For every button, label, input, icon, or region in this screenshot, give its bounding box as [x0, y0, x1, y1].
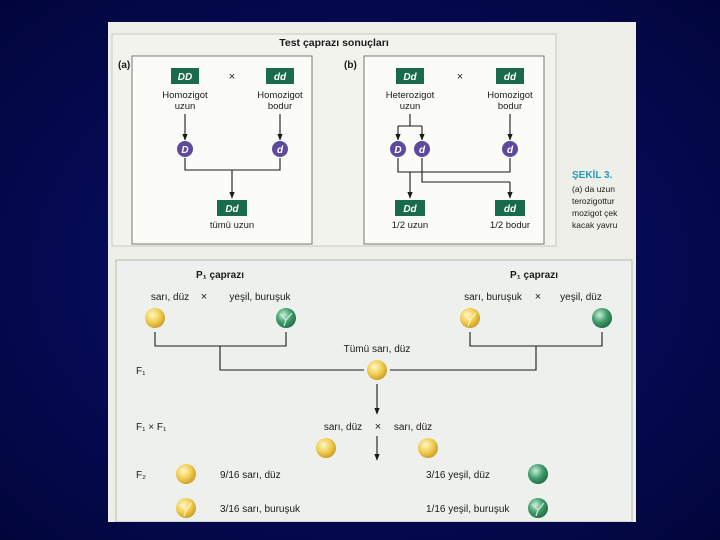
gamete-allele: D: [394, 145, 401, 156]
figure-canvas: Test çaprazı sonuçları (a) DD × dd Homoz…: [108, 22, 636, 522]
parent-zygosity: Heterozigot: [386, 90, 435, 101]
offspring-genotype: dd: [504, 204, 517, 215]
offspring-phenotype: 1/2 bodur: [490, 220, 530, 231]
parent-phenotype: uzun: [175, 101, 196, 112]
f2-result: 3/16 yeşil, düz: [426, 470, 490, 481]
cross-symbol: ×: [229, 71, 235, 83]
parent-genotype: dd: [274, 72, 287, 83]
cross-symbol: ×: [535, 291, 541, 303]
panel-b-label: (b): [344, 60, 357, 71]
gamete-allele: d: [419, 145, 426, 156]
parent-phenotype: bodur: [498, 101, 522, 112]
green-wrinkled-pea: [276, 308, 296, 328]
yellow-wrinkled-pea: [176, 498, 196, 518]
figure-caption-line: (a) da uzun: [572, 184, 615, 194]
gamete-allele: d: [277, 145, 284, 156]
parent-phenotype: yeşil, buruşuk: [229, 292, 291, 303]
figure-caption-heading: ŞEKİL 3.: [572, 168, 613, 181]
yellow-smooth-pea: [145, 308, 165, 328]
generation-label-f1: F₁: [136, 366, 146, 377]
offspring-genotype: Dd: [403, 204, 417, 215]
parent-zygosity: Homozigot: [257, 90, 303, 101]
panel-a-label: (a): [118, 60, 130, 71]
parent-genotype: Dd: [403, 72, 417, 83]
offspring-genotype: Dd: [225, 204, 239, 215]
parent-zygosity: Homozigot: [487, 90, 533, 101]
parent-phenotype: bodur: [268, 101, 292, 112]
yellow-wrinkled-pea: [460, 308, 480, 328]
cross-symbol: ×: [375, 421, 381, 433]
dihybrid-panel: [116, 260, 632, 522]
f2-result: 3/16 sarı, buruşuk: [220, 504, 301, 515]
offspring-phenotype: tümü uzun: [210, 220, 254, 231]
yellow-smooth-pea: [418, 438, 438, 458]
gamete-allele: d: [507, 145, 514, 156]
parent-phenotype: uzun: [400, 101, 421, 112]
green-smooth-pea: [528, 464, 548, 484]
cross-symbol: ×: [457, 71, 463, 83]
p1-cross-title: P₁ çaprazı: [510, 270, 558, 281]
parent-phenotype: sarı, düz: [151, 292, 189, 303]
f2-result: 1/16 yeşil, buruşuk: [426, 504, 510, 515]
yellow-smooth-pea: [316, 438, 336, 458]
green-smooth-pea: [592, 308, 612, 328]
generation-label-f1xf1: F₁ × F₁: [136, 422, 167, 433]
parent-phenotype: yeşil, düz: [560, 292, 602, 303]
green-wrinkled-pea: [528, 498, 548, 518]
figure-caption-line: terozigottur: [572, 196, 615, 206]
parent-genotype: DD: [178, 72, 192, 83]
f2-result: 9/16 sarı, düz: [220, 470, 281, 481]
parent-phenotype: sarı, düz: [324, 422, 362, 433]
p1-cross-title: P₁ çaprazı: [196, 270, 244, 281]
gamete-allele: D: [181, 145, 188, 156]
test-cross-title: Test çaprazı sonuçları: [279, 37, 389, 49]
cross-symbol: ×: [201, 291, 207, 303]
textbook-figure: Test çaprazı sonuçları (a) DD × dd Homoz…: [108, 22, 636, 522]
yellow-smooth-pea: [367, 360, 387, 380]
parent-genotype: dd: [504, 72, 517, 83]
yellow-smooth-pea: [176, 464, 196, 484]
figure-caption-line: kacak yavru: [572, 220, 618, 230]
parent-zygosity: Homozigot: [162, 90, 208, 101]
offspring-phenotype: 1/2 uzun: [392, 220, 428, 231]
f1-result: Tümü sarı, düz: [344, 344, 411, 355]
parent-phenotype: sarı, buruşuk: [464, 292, 523, 303]
generation-label-f2: F₂: [136, 470, 146, 481]
figure-caption-line: mozigot çek: [572, 208, 618, 218]
parent-phenotype: sarı, düz: [394, 422, 432, 433]
